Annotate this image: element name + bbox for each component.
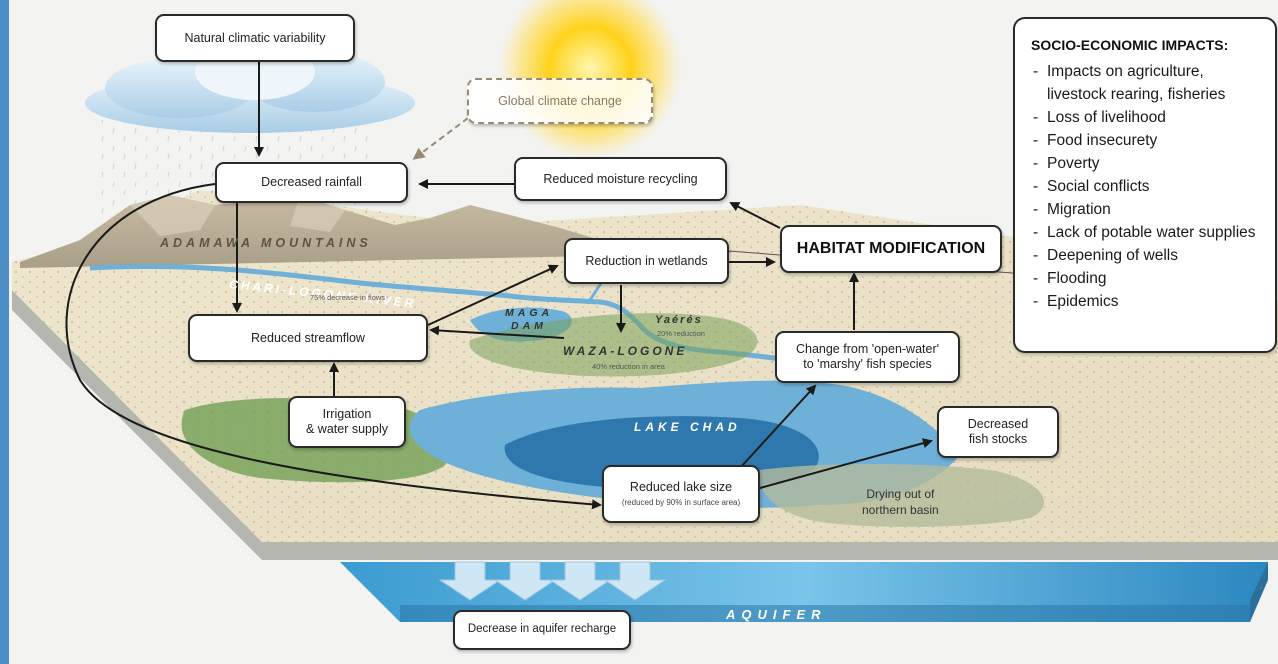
label-maga: MAGA [505,307,554,319]
fish-stocks-line-2: fish stocks [968,432,1028,446]
arrow-global-change-to-rainfall [412,117,469,160]
arrow-dam-to-streamflow [429,325,565,339]
label-waza-logone: WAZA-LOGONE [563,344,688,358]
impact-item: Epidemics [1031,290,1265,313]
label-chari-note: 75% decrease in flows [310,293,386,302]
impacts-title: SOCIO-ECONOMIC IMPACTS: [1031,37,1229,53]
northern-basin [759,464,1045,527]
arrow-rainfall-to-lake [65,183,602,510]
lake-size-text: Reduced lake size [629,480,733,495]
box-global-climate-change: Global climate change [467,78,653,124]
aquifer-recharge-text: Decrease in aquifer recharge [467,623,617,636]
impact-item: Lack of potable water supplies [1031,221,1265,244]
impact-item: Flooding [1031,267,1265,290]
label-adamawa-mountains: ADAMAWA MOUNTAINS [160,236,372,250]
box-reduced-moisture-recycling: Reduced moisture recycling [514,157,727,201]
impact-item: Deepening of wells [1031,244,1265,267]
socio-economic-impacts-panel: SOCIO-ECONOMIC IMPACTS: Impacts on agric… [1013,17,1277,353]
box-decreased-fish-stocks: Decreased fish stocks [937,406,1059,458]
decreased-rainfall-text: Decreased rainfall [261,175,362,189]
box-natural-climatic-variability: Natural climatic variability [155,14,355,62]
moisture-recycling-text: Reduced moisture recycling [543,171,698,186]
label-yaeres-note: 20% reduction [657,329,705,338]
impact-item: Poverty [1031,152,1265,175]
global-change-text: Global climate change [498,93,622,108]
box-decrease-aquifer-recharge: Decrease in aquifer recharge [453,610,631,650]
impact-item: Social conflicts [1031,175,1265,198]
label-aquifer: AQUIFER [726,607,827,622]
irrigation-line-1: Irrigation [322,407,372,421]
label-dam: DAM [511,320,547,332]
flow-arrows [65,62,933,510]
label-drying-northern-basin: Drying out of northern basin [862,486,939,518]
irrigation-line-2: & water supply [306,422,388,436]
drying-line-1: Drying out of [866,487,935,501]
arrow-habitat-to-moisture [729,202,781,229]
arrow-streamflow-to-wetlands [427,264,559,326]
impacts-list: Impacts on agriculture, livestock rearin… [1031,60,1265,313]
streamflow-text: Reduced streamflow [251,330,365,345]
fish-change-line-2: to 'marshy' fish species [803,357,932,371]
impact-item: Loss of livelihood [1031,106,1265,129]
waza-logone-wetlands [469,313,758,377]
box-change-fish-species: Change from 'open-water' to 'marshy' fis… [775,331,960,383]
natural-variability-text: Natural climatic variability [184,30,326,45]
left-edge-strip [0,0,9,664]
impact-item: Impacts on agriculture, livestock rearin… [1031,60,1265,106]
drying-line-2: northern basin [862,503,939,518]
lake-size-note: (reduced by 90% in surface area) [621,498,741,508]
box-irrigation-water-supply: Irrigation & water supply [288,396,406,448]
box-reduction-in-wetlands: Reduction in wetlands [564,238,729,284]
habitat-modification-text: HABITAT MODIFICATION [796,240,986,258]
label-yaeres: Yaérés [655,314,703,326]
cloud [85,44,415,133]
box-reduced-lake-size: Reduced lake size (reduced by 90% in sur… [602,465,760,523]
fish-change-line-1: Change from 'open-water' [795,342,940,356]
arrow-lake-to-fish-change [739,384,817,469]
impact-item: Migration [1031,198,1265,221]
label-lake-chad: LAKE CHAD [634,420,741,434]
arrow-lake-to-fish-stocks [759,438,933,489]
box-decreased-rainfall: Decreased rainfall [215,162,408,203]
box-reduced-streamflow: Reduced streamflow [188,314,428,362]
wetlands-text: Reduction in wetlands [585,253,708,268]
box-habitat-modification: HABITAT MODIFICATION [780,225,1002,273]
infiltration-arrows [438,561,667,601]
fish-stocks-line-1: Decreased [967,417,1029,431]
label-waza-note: 40% reduction in area [592,362,665,371]
impact-item: Food insecurety [1031,129,1265,152]
